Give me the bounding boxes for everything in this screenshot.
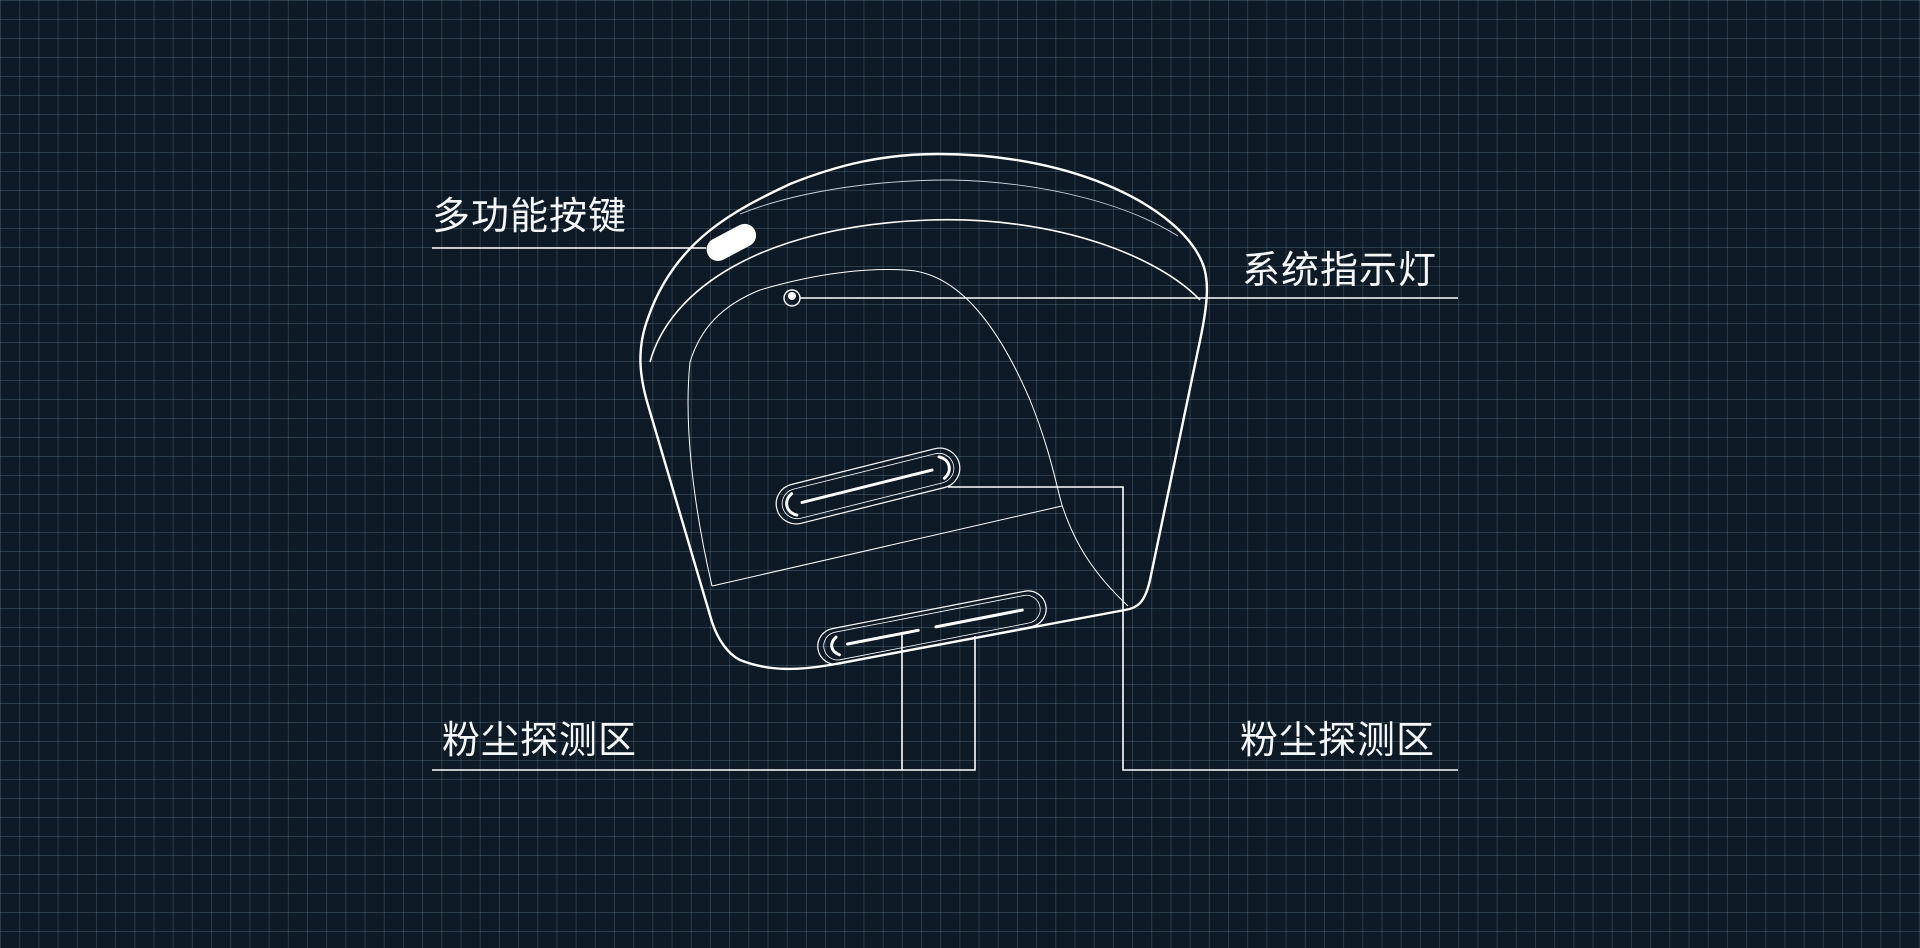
dome-highlight-line (739, 179, 1179, 237)
label-system-indicator: 系统指示灯 (1242, 248, 1438, 292)
dome-rim-line (649, 218, 1201, 363)
upper-dust-slot (775, 447, 961, 525)
multi-function-button-shape (706, 223, 757, 261)
leader-dust-right (948, 486, 1458, 771)
device-body-outline (639, 152, 1209, 671)
label-dust-detection-left: 粉尘探测区 (442, 718, 638, 762)
front-panel-outline (689, 269, 1129, 607)
lower-dust-slot (817, 590, 1047, 665)
label-multi-function-button: 多功能按键 (432, 194, 628, 238)
indicator-light-inner (788, 292, 796, 300)
front-panel-left-edge (687, 361, 713, 587)
front-panel-bottom-line (711, 505, 1063, 587)
leader-dust-left (432, 636, 976, 771)
label-dust-detection-right: 粉尘探测区 (1240, 718, 1436, 762)
